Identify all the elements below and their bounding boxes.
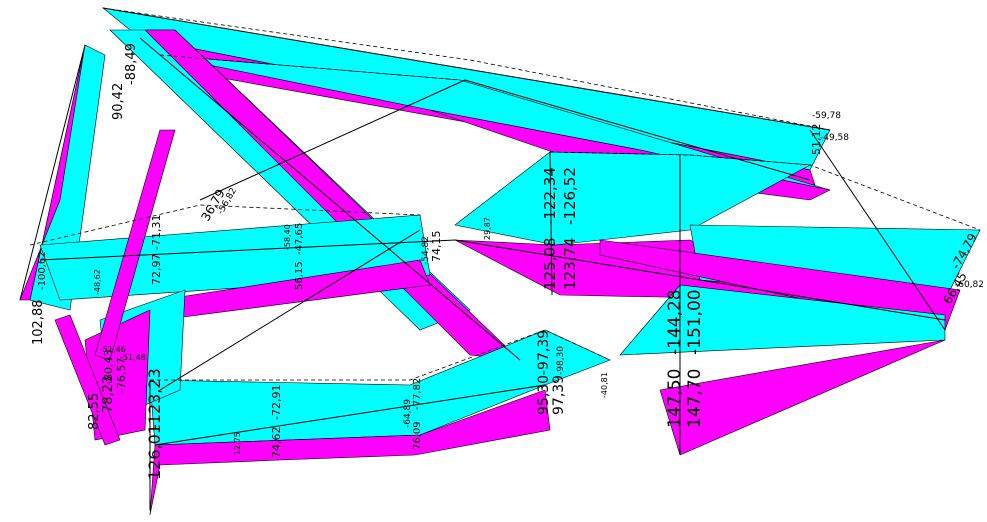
label-value: 95,30 [536, 375, 552, 415]
force-bands [19, 7, 981, 516]
label-value: -122,34 [541, 167, 559, 225]
label-value: -144,28 [665, 289, 685, 355]
member-line [809, 129, 946, 331]
label-value: -59,78 [812, 111, 841, 121]
member-line [159, 229, 421, 391]
label-value: 72,97 [150, 254, 163, 286]
label-value: -77,82 [412, 378, 423, 410]
envelope-line [29, 204, 421, 246]
member-line [154, 384, 546, 446]
label-value: -54,82 [421, 236, 431, 265]
label-value: -100,62 [37, 251, 48, 290]
label-value: 123,74 [561, 238, 579, 291]
label-value: -60,82 [955, 280, 984, 290]
member-line [102, 7, 831, 131]
band-left-strut2-magenta [54, 314, 121, 446]
label-value: 147,50 [665, 369, 685, 428]
envelope-line [150, 329, 611, 381]
label-value: -80,43 [102, 350, 115, 385]
label-value: 97,39 [551, 375, 567, 415]
label-value: 74,15 [430, 231, 443, 263]
label-value: -151,00 [685, 289, 705, 355]
label-value: -48,62 [93, 269, 102, 295]
label-value: 76,09 [412, 421, 423, 450]
label-value: -72,91 [270, 385, 283, 420]
member-lines [19, 7, 946, 510]
member-line [464, 79, 811, 181]
label-value: 56,15 [294, 261, 305, 290]
label-value: 74,62 [270, 427, 283, 459]
band-lower-magenta [149, 389, 551, 516]
band-lower-right-magenta [659, 339, 946, 456]
label-value: -126,52 [561, 167, 579, 225]
label-value: 78,23 [101, 376, 116, 413]
band-left-strut-magenta [94, 129, 176, 361]
label-value: -51,46 [100, 345, 126, 354]
member-line [454, 239, 946, 321]
label-value: -123,23 [145, 368, 164, 430]
member-line [19, 44, 86, 301]
label-value: 90,42 [111, 83, 126, 120]
label-value: -49,58 [820, 133, 849, 143]
label-value: -97,39 [536, 330, 552, 375]
label-value: 82,55 [87, 393, 102, 430]
label-value: 51,12 [810, 124, 823, 156]
member-line [549, 151, 553, 296]
label-value: -58,40 [283, 224, 292, 250]
label-value: -47,65 [294, 223, 305, 255]
label-value: 126,01 [145, 424, 164, 480]
member-line [199, 79, 466, 201]
label-value: -64,89 [403, 399, 413, 428]
label-value: -71,31 [150, 215, 163, 250]
label-value: -76,57 [115, 358, 128, 393]
envelope-dashed [29, 7, 981, 381]
label-value: -40,81 [600, 372, 609, 398]
label-value: -88,49 [124, 43, 139, 85]
label-value: 125,08 [541, 238, 559, 291]
envelope-line [549, 151, 981, 231]
member-line [39, 239, 456, 261]
band-lower-right-cyan [619, 284, 946, 356]
label-value: 147,70 [685, 369, 705, 428]
label-value: 102,88 [31, 300, 46, 346]
label-value: 29,87 [483, 217, 492, 240]
label-value: 12,75 [233, 432, 242, 455]
envelope-line [159, 54, 461, 81]
label-value: -98,30 [556, 346, 566, 375]
label-value: -51,48 [120, 353, 146, 362]
member-line [139, 37, 521, 361]
